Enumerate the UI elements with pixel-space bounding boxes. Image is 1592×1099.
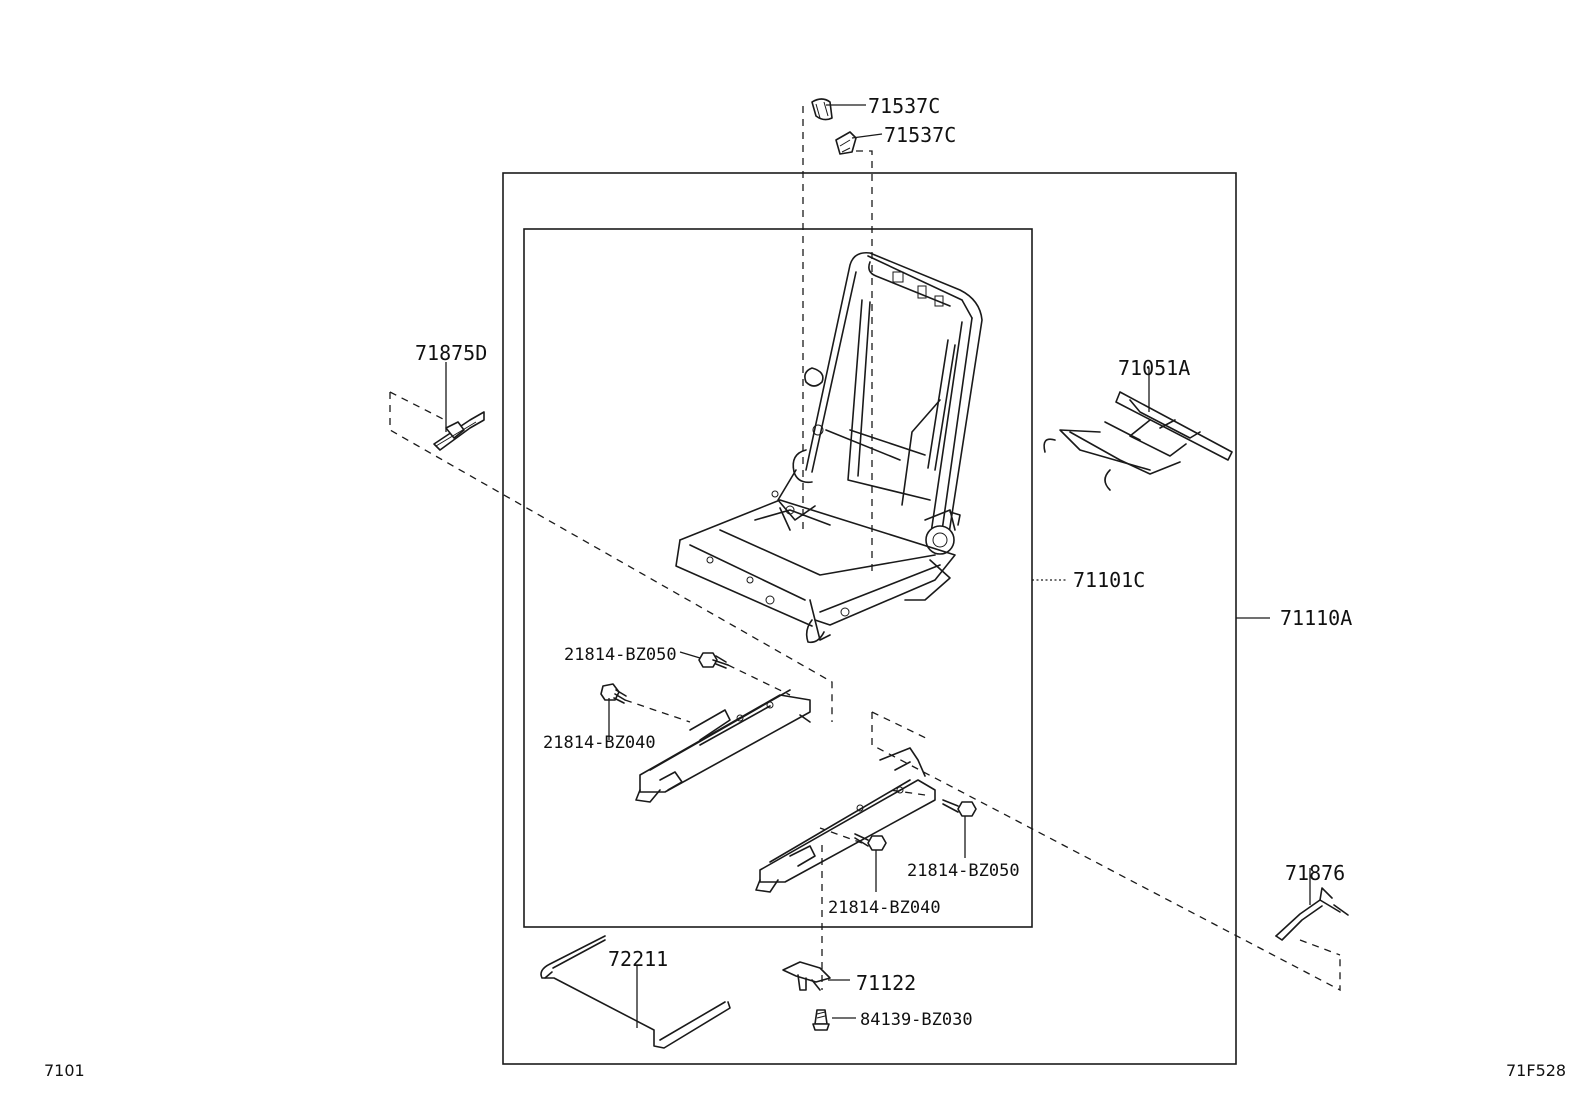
alignment-lines — [389, 106, 1341, 992]
cover-71876[interactable] — [1275, 887, 1349, 941]
label-21814-bz040-lower: 21814-BZ040 — [828, 898, 941, 918]
label-71537c-lower: 71537C — [884, 123, 956, 147]
seat-track-left[interactable] — [635, 689, 811, 803]
inner-assembly-frame — [523, 228, 1033, 928]
corner-label-left: 7101 — [44, 1061, 85, 1080]
cover-71875d[interactable] — [433, 411, 485, 451]
bolt-21814-bz040-lower[interactable] — [854, 833, 887, 851]
cap-71537c-upper[interactable] — [811, 98, 833, 121]
label-71876: 71876 — [1285, 861, 1345, 885]
label-84139-bz030: 84139-BZ030 — [860, 1010, 973, 1030]
corner-label-right: 71F528 — [1506, 1061, 1566, 1080]
bolt-21814-bz050-lower[interactable] — [942, 799, 977, 817]
label-71101c: 71101C — [1073, 568, 1145, 592]
cap-71537c-lower[interactable] — [835, 131, 857, 155]
label-71537c-upper: 71537C — [868, 94, 940, 118]
label-21814-bz040-upper: 21814-BZ040 — [543, 733, 656, 753]
screw-84139-bz030[interactable] — [812, 1009, 830, 1031]
seat-frame-assembly[interactable] — [675, 251, 983, 644]
label-71875d: 71875D — [415, 341, 487, 365]
leader-lines — [445, 104, 1311, 1028]
label-71110a: 71110A — [1280, 606, 1352, 630]
label-72211: 72211 — [608, 947, 668, 971]
rod-72211[interactable] — [540, 935, 731, 1049]
bolt-21814-bz040-upper[interactable] — [600, 683, 627, 704]
label-71122: 71122 — [856, 971, 916, 995]
label-71051a: 71051A — [1118, 356, 1190, 380]
label-21814-bz050-upper: 21814-BZ050 — [564, 645, 677, 665]
lumbar-support-71051a[interactable] — [1043, 391, 1233, 491]
bracket-71122[interactable] — [782, 961, 831, 991]
bolt-21814-bz050-upper[interactable] — [698, 652, 729, 669]
seat-track-right[interactable] — [755, 747, 936, 893]
label-21814-bz050-lower: 21814-BZ050 — [907, 861, 1020, 881]
